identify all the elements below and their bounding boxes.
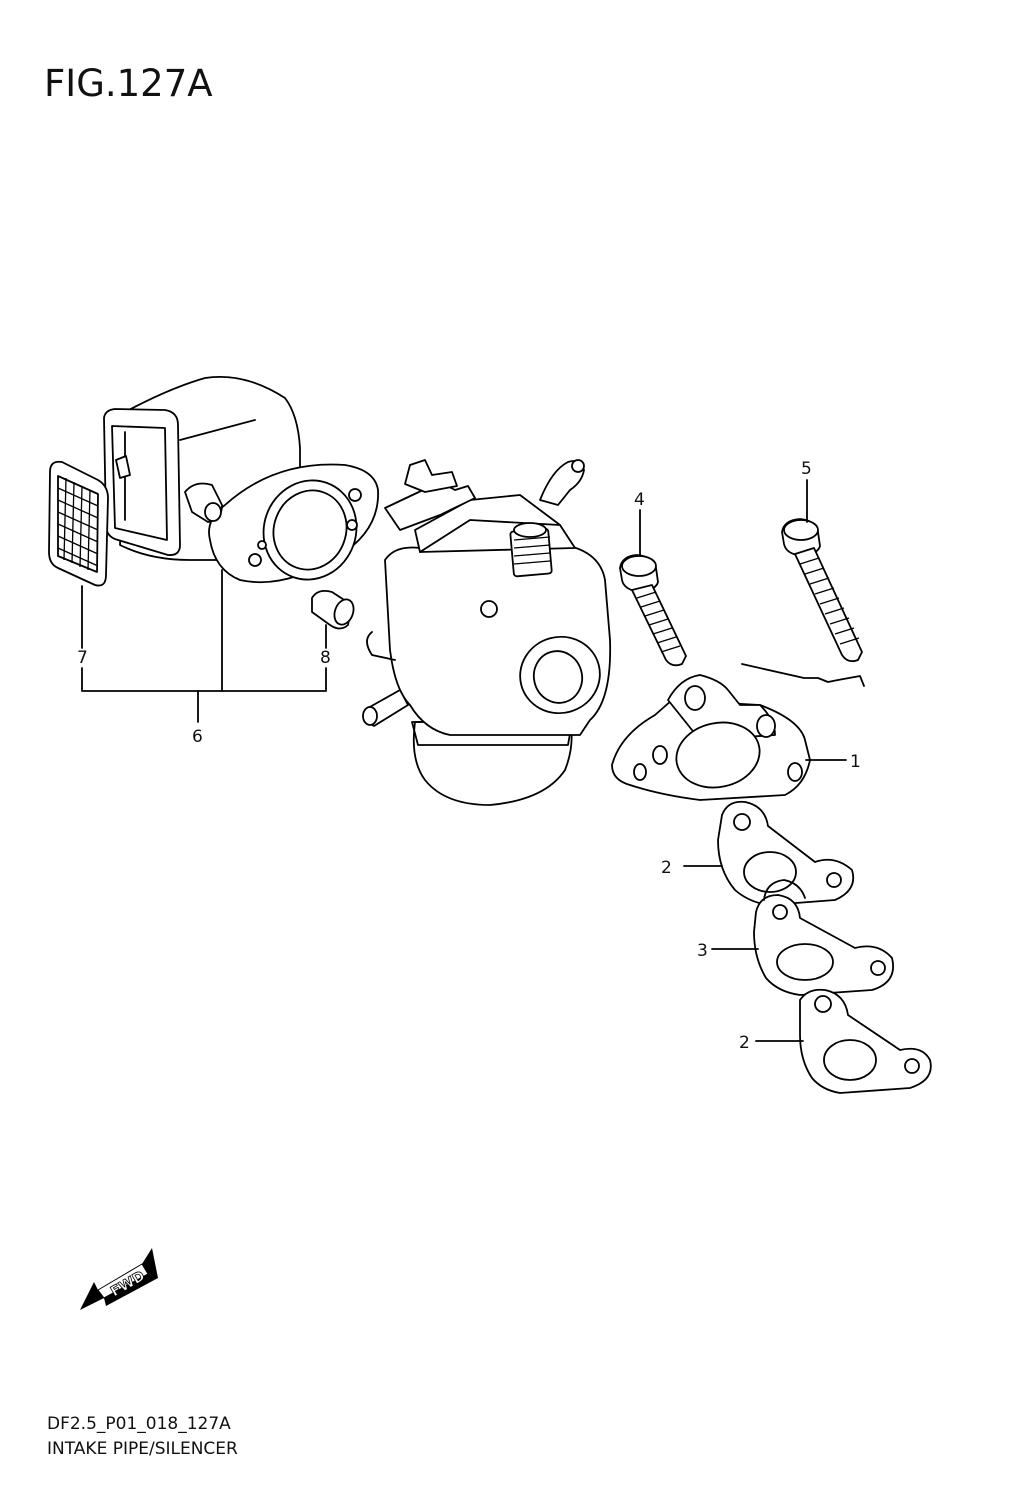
- carburetor[interactable]: [362, 459, 612, 806]
- callout-5: 5: [801, 459, 812, 479]
- callout-4: 4: [634, 490, 645, 510]
- fwd-arrow-icon: FWD: [80, 1248, 158, 1310]
- gasket-2-upper[interactable]: [717, 800, 855, 906]
- silencer-housing[interactable]: [103, 375, 379, 593]
- grommet-8[interactable]: [311, 589, 357, 630]
- callout-8: 8: [320, 648, 331, 668]
- callout-6: 6: [192, 727, 203, 747]
- figure-title: FIG.127A: [44, 62, 213, 105]
- bolt-5[interactable]: [781, 518, 863, 663]
- callout-3: 3: [697, 941, 708, 961]
- bolt-4[interactable]: [619, 554, 687, 667]
- figure-code: DF2.5_P01_018_127A: [47, 1414, 231, 1434]
- callout-2-lower: 2: [739, 1033, 750, 1053]
- callout-1: 1: [850, 752, 861, 772]
- callout-7: 7: [77, 648, 88, 668]
- intake-pipe-1[interactable]: [611, 663, 865, 801]
- silencer-screen-7[interactable]: [48, 460, 109, 587]
- figure-name: INTAKE PIPE/SILENCER: [47, 1439, 238, 1459]
- packing-3[interactable]: [753, 879, 894, 996]
- leader-lines: [81, 479, 847, 1042]
- gasket-2-lower[interactable]: [799, 988, 932, 1094]
- callout-2-upper: 2: [661, 858, 672, 878]
